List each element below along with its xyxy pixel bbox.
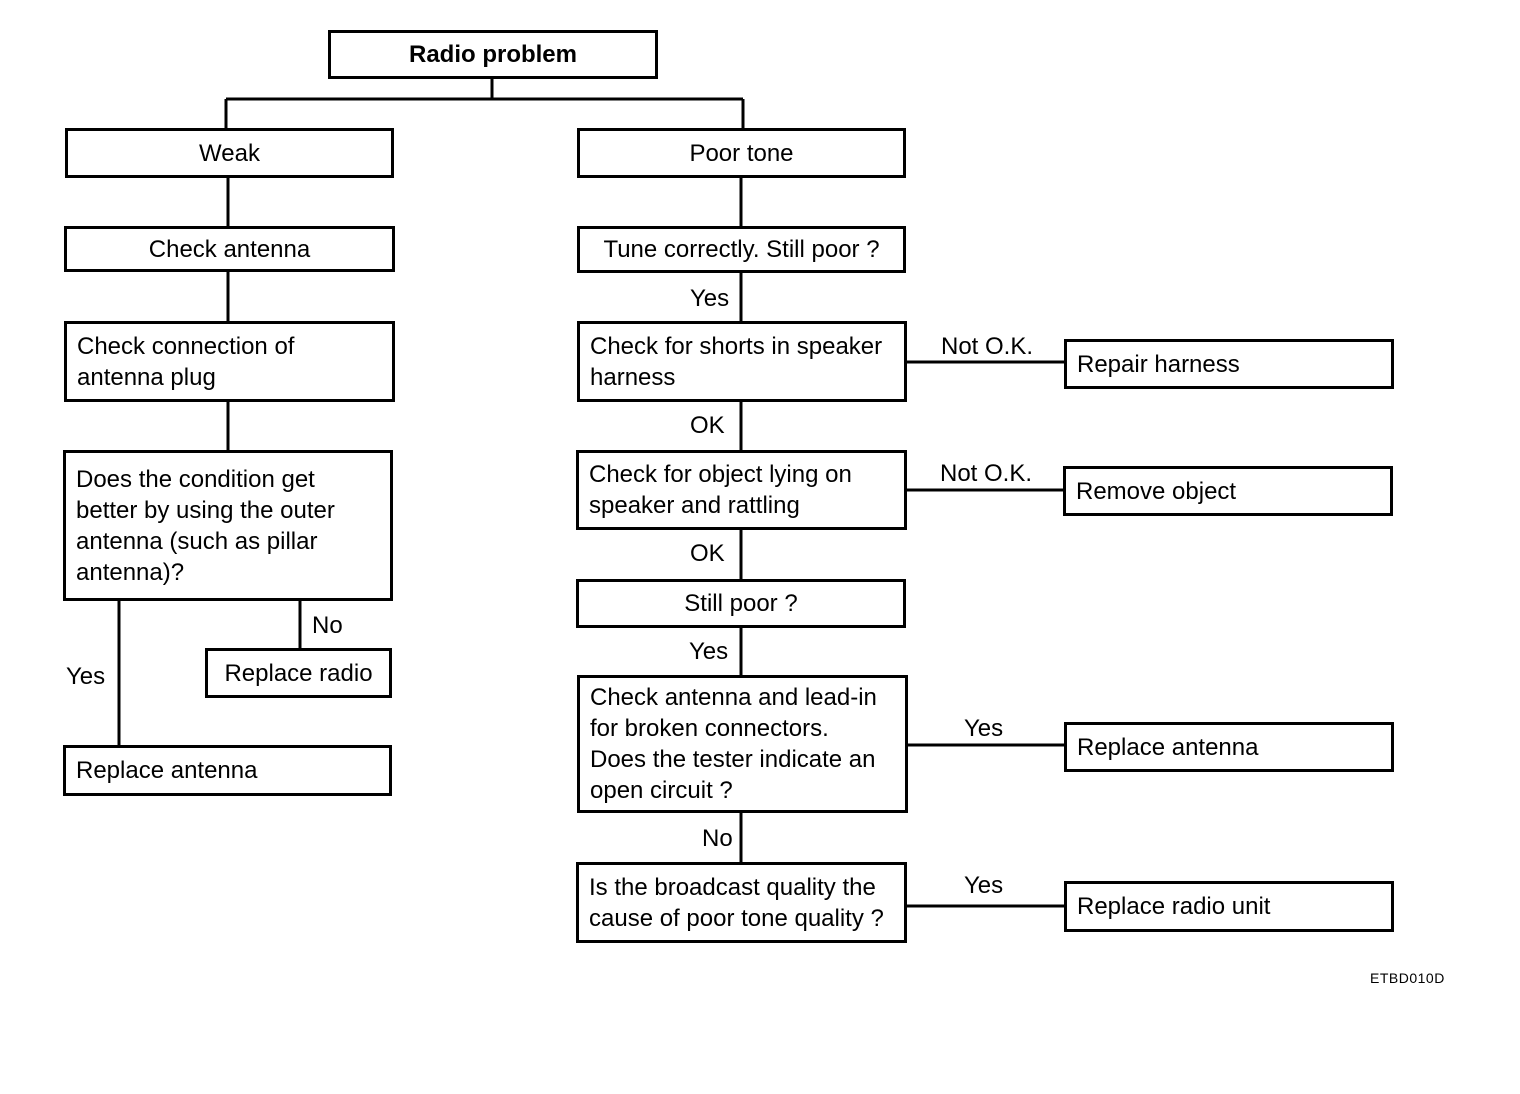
node-replace-radio-unit: Replace radio unit — [1064, 881, 1394, 932]
edge-label-yes: Yes — [964, 715, 1004, 742]
edge-label-no: No — [312, 612, 343, 639]
edge-label-yes: Yes — [66, 663, 106, 690]
node-check-shorts: Check for shorts in speaker harness — [577, 321, 907, 402]
node-repair-harness: Repair harness — [1064, 339, 1394, 389]
edge-label-yes: Yes — [964, 872, 1004, 899]
node-check-antenna: Check antenna — [64, 226, 395, 272]
node-replace-radio: Replace radio — [205, 648, 392, 698]
edge-label-not-ok: Not O.K. — [941, 333, 1034, 360]
node-broadcast-quality: Is the broadcast quality the cause of po… — [576, 862, 907, 943]
node-replace-antenna-left: Replace antenna — [63, 745, 392, 796]
node-check-antenna-leadin: Check antenna and lead-in for broken con… — [577, 675, 908, 813]
edge-label-ok: OK — [690, 412, 725, 439]
node-radio-problem: Radio problem — [328, 30, 658, 79]
node-still-poor: Still poor ? — [576, 579, 906, 628]
node-weak: Weak — [65, 128, 394, 178]
edge-label-not-ok: Not O.K. — [940, 460, 1033, 487]
figure-code: ETBD010D — [1370, 970, 1445, 986]
node-check-object: Check for object lying on speaker and ra… — [576, 450, 907, 530]
node-replace-antenna-right: Replace antenna — [1064, 722, 1394, 772]
node-tune-correctly: Tune correctly. Still poor ? — [577, 226, 906, 273]
edge-label-no: No — [702, 825, 733, 852]
edge-label-yes: Yes — [689, 638, 729, 665]
node-remove-object: Remove object — [1063, 466, 1393, 516]
edge-label-yes: Yes — [690, 285, 730, 312]
node-outer-antenna-question: Does the condition get better by using t… — [63, 450, 393, 601]
node-poor-tone: Poor tone — [577, 128, 906, 178]
edge-label-ok: OK — [690, 540, 725, 567]
node-check-connection: Check connection of antenna plug — [64, 321, 395, 402]
